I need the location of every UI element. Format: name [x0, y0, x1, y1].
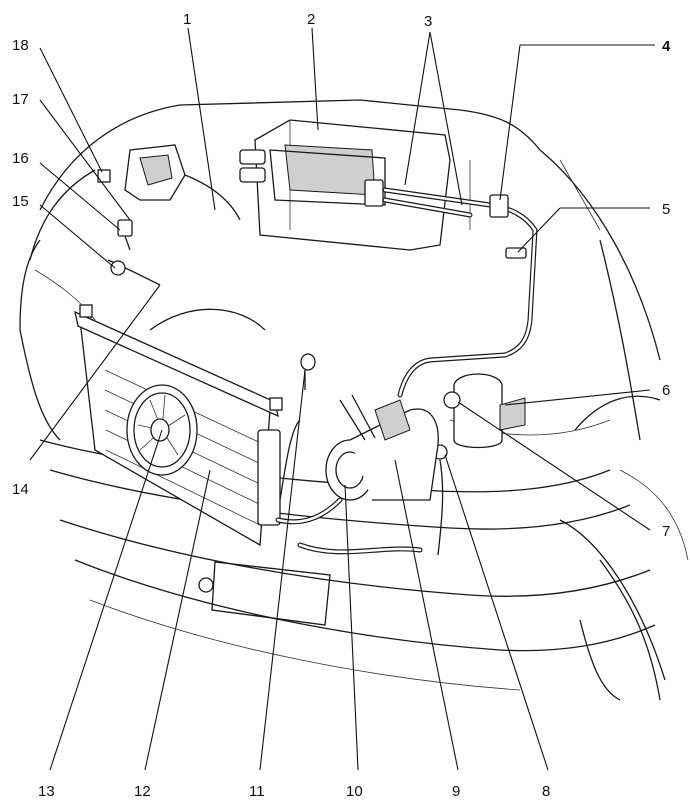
- callout-8: 8: [542, 783, 550, 800]
- callout-12: 12: [134, 783, 151, 800]
- callout-18: 18: [12, 37, 29, 54]
- evaporator-housing: [239, 119, 451, 251]
- callout-17: 17: [12, 91, 29, 108]
- callout-1: 1: [183, 11, 191, 28]
- callout-13: 13: [38, 783, 55, 800]
- callout-labels: 1 2 3 4 5 6 7 8 9 10 11 12 13 14 15 16 1…: [12, 11, 671, 800]
- callout-6: 6: [662, 382, 670, 399]
- callout-2: 2: [307, 11, 315, 28]
- callout-3: 3: [424, 13, 432, 30]
- callout-5: 5: [662, 201, 670, 218]
- leader-lines: [29, 27, 655, 771]
- callout-14: 14: [12, 481, 29, 498]
- callout-15: 15: [12, 193, 29, 210]
- callout-16: 16: [12, 150, 29, 167]
- refrigerant-lines: [364, 179, 538, 398]
- receiver-drier: [432, 373, 526, 460]
- callout-11: 11: [249, 783, 265, 800]
- compressor: [325, 394, 439, 501]
- callout-4: 4: [662, 38, 671, 55]
- callout-9: 9: [452, 783, 460, 800]
- left-sensors: [97, 169, 161, 286]
- callout-10: 10: [346, 783, 363, 800]
- lower-hoses: [275, 353, 444, 556]
- callout-7: 7: [662, 523, 670, 540]
- air-intake-duct: [124, 144, 241, 221]
